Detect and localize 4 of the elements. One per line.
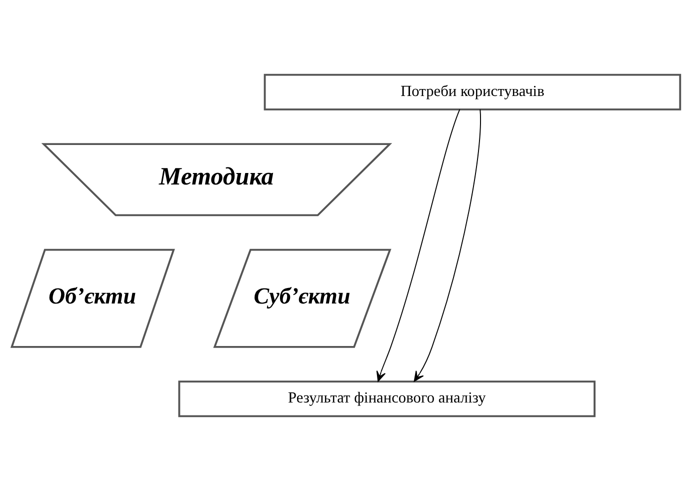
arrow [414, 108, 481, 382]
node-box: Результат фінансового аналізу [178, 380, 596, 417]
arrow [376, 108, 460, 382]
node-box: Потреби користувачів [264, 73, 682, 110]
